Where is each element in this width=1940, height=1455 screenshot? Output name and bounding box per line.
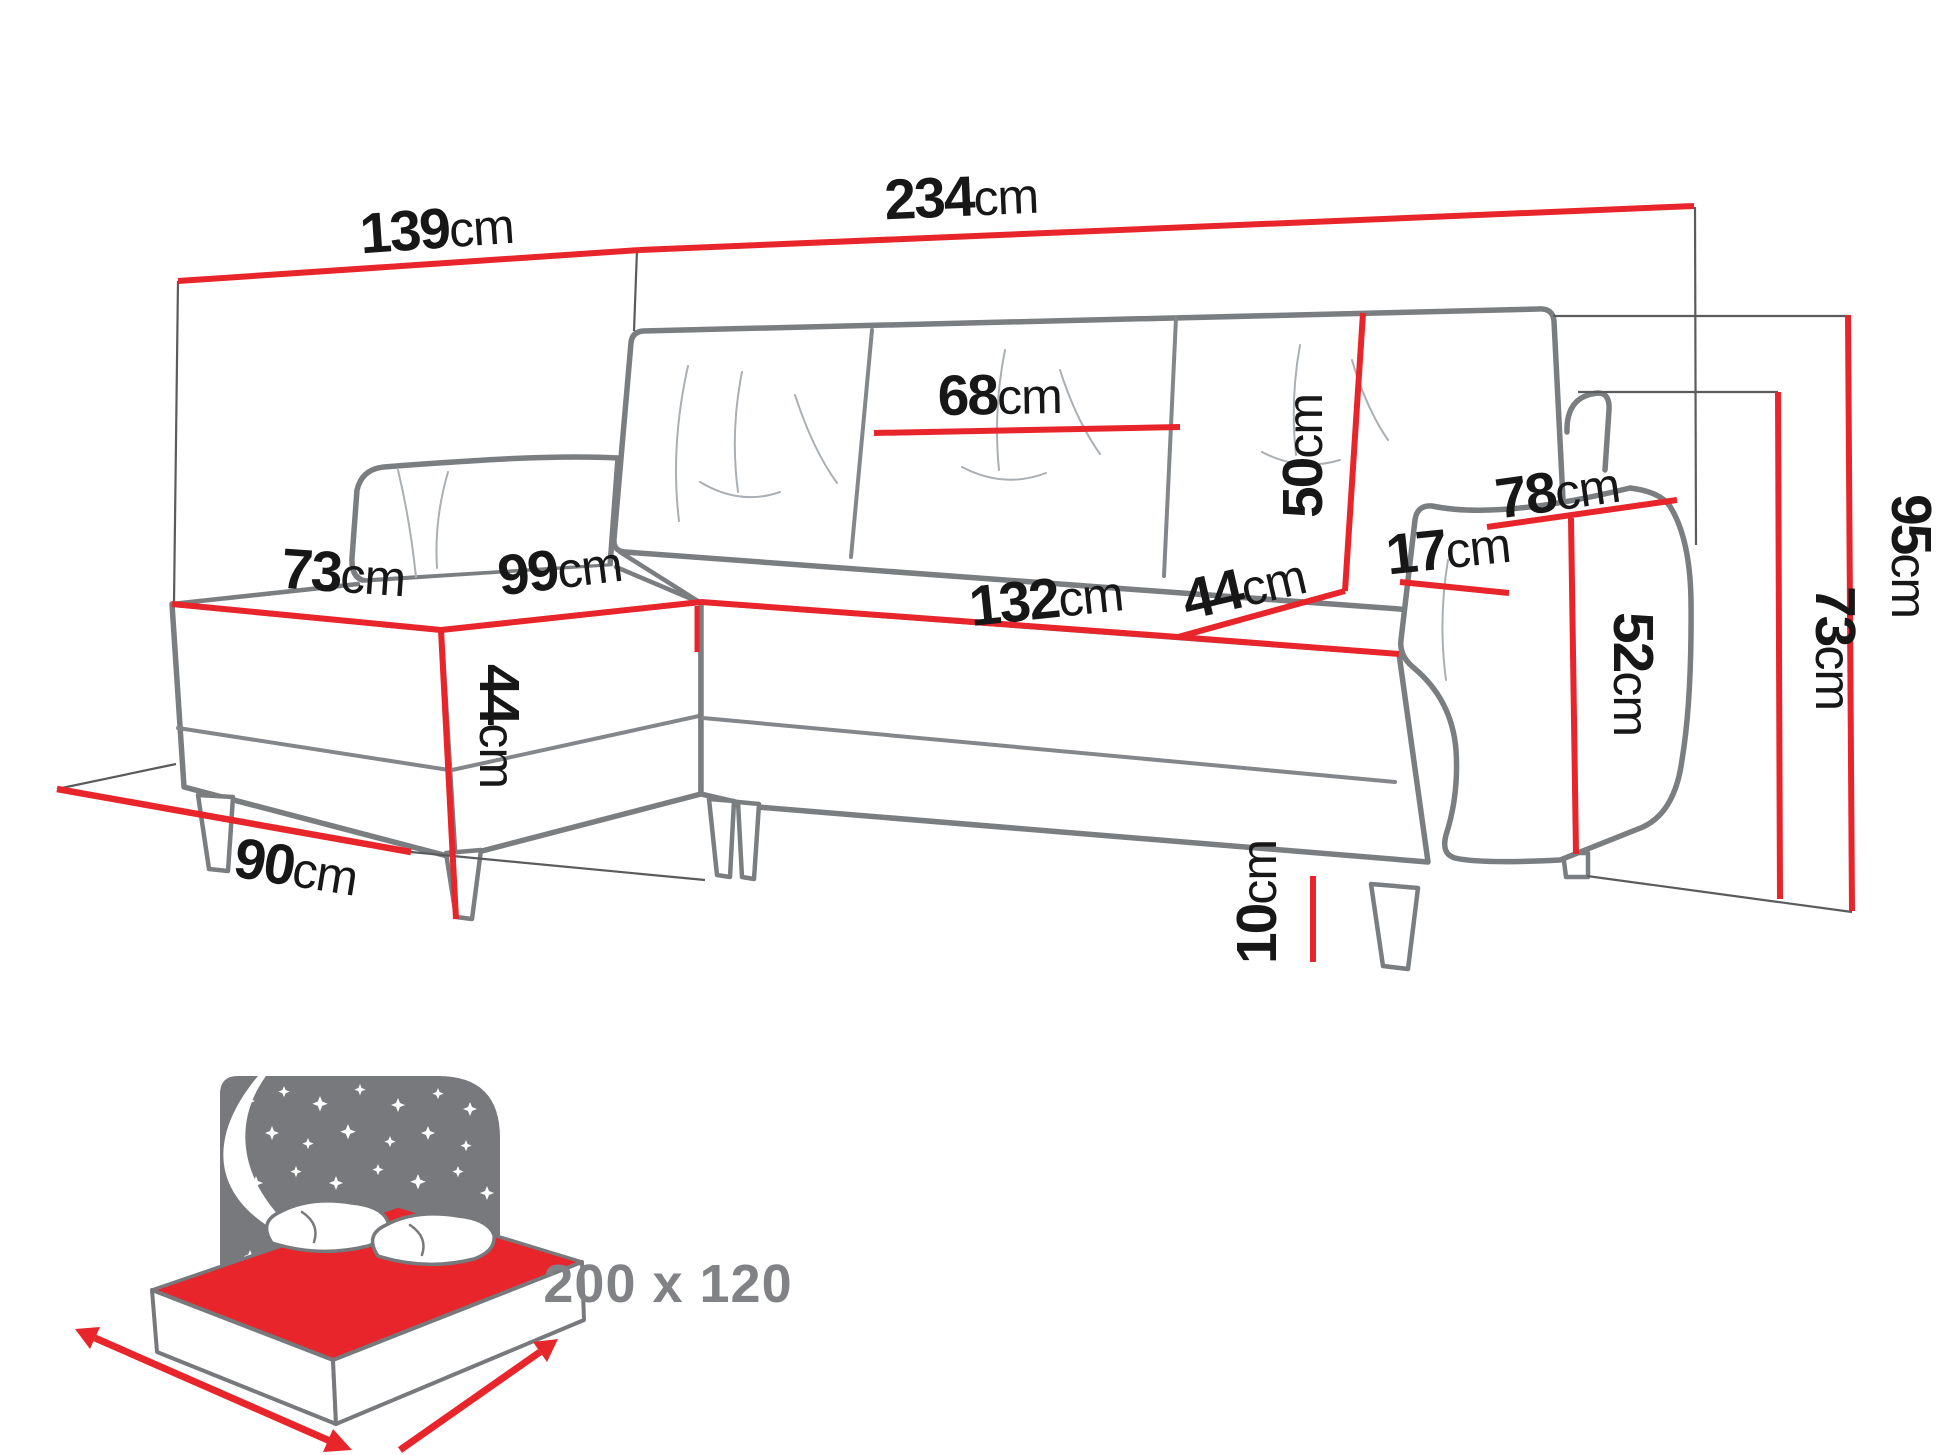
pillow-right: [370, 1212, 496, 1267]
bed-width-arrow-icon: [75, 1327, 352, 1452]
line-seat-depth: [1177, 588, 1346, 640]
guide-right-vertical: [1693, 206, 1698, 546]
chaise-left-leg: [195, 792, 236, 874]
label-backrest-height: 50cm: [1271, 394, 1335, 518]
line-backrest-height: [1342, 312, 1366, 592]
right-armrest: [1398, 485, 1694, 865]
line-armrest-top-width: [1399, 579, 1510, 596]
line-chaise-height: [438, 629, 459, 920]
bed-side-face: [331, 1260, 586, 1426]
armrest-front-leg: [1368, 881, 1421, 972]
seat-front-face: [698, 599, 1431, 865]
cushion-seam-right: [1162, 316, 1178, 578]
floor-line-left: [56, 762, 177, 791]
cushion-seam-left: [849, 328, 874, 559]
label-back-cushion-width: 68cm: [937, 362, 1062, 428]
label-chaise-floor-depth: 90cm: [230, 826, 363, 909]
label-seat-front-width: 132cm: [966, 559, 1126, 639]
line-chaise-floor-depth: [56, 785, 412, 856]
line-chaise-width: [177, 247, 641, 284]
label-armrest-length: 78cm: [1491, 451, 1623, 532]
corner-leg-b: [735, 799, 762, 882]
line-armrest-height: [1568, 517, 1579, 855]
pillow-left: [264, 1199, 390, 1254]
corner-leg-a: [706, 796, 737, 880]
label-total-length: 234cm: [883, 162, 1039, 233]
line-total-height: [1845, 314, 1855, 912]
line-armrest-length: [1486, 497, 1678, 530]
label-chaise-width: 139cm: [358, 192, 516, 267]
dimension-labels: 139cm 234cm 68cm 50cm 73cm 99cm 132cm 44…: [230, 162, 1940, 964]
guide-lines: [56, 206, 1853, 914]
guide-left-vertical: [172, 280, 180, 603]
label-chaise-side-depth: 99cm: [494, 530, 625, 609]
chaise-arm-roll: [349, 454, 621, 584]
floor-line-middle: [410, 850, 706, 882]
line-chaise-front-width: [171, 601, 442, 633]
line-total-length: [639, 203, 1695, 253]
bed-icon: [150, 1199, 586, 1426]
sleeping-size-label: 200 x 120: [543, 1254, 792, 1314]
label-armrest-top-width: 17cm: [1383, 511, 1513, 588]
label-total-height: 95cm: [1879, 494, 1940, 618]
label-armrest-height: 52cm: [1601, 612, 1665, 736]
label-leg-height: 10cm: [1225, 840, 1289, 964]
dimension-lines: [56, 203, 1855, 962]
line-chaise-side-depth: [440, 599, 702, 633]
label-seat-back-height: 73cm: [1803, 586, 1867, 710]
line-back-cushion-width: [873, 424, 1181, 436]
label-seat-depth: 44cm: [1176, 542, 1311, 632]
sleeping-function-icon: 200 x 120: [75, 1076, 792, 1453]
line-seat-back-height: [1775, 391, 1783, 900]
moon-icon: [223, 1076, 322, 1252]
sofa-drawing: [169, 306, 1694, 972]
label-chaise-height: 44cm: [467, 664, 531, 788]
label-chaise-front-width: 73cm: [279, 537, 407, 609]
floor-line-right: [1586, 874, 1853, 914]
bed-length-arrow-icon: [397, 1339, 558, 1453]
guide-mid-vertical: [632, 249, 639, 332]
